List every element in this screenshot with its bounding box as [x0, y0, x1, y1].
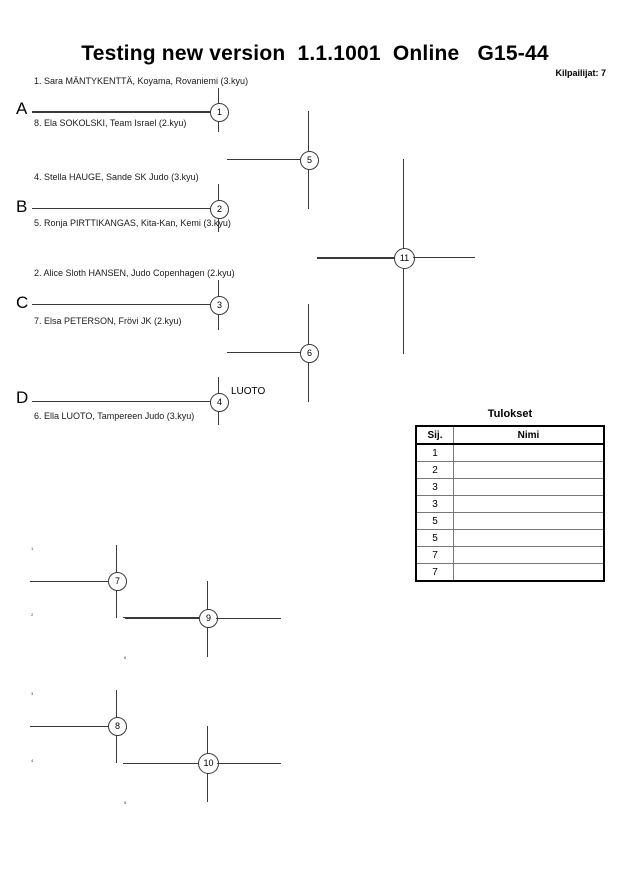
table-row: 2 [415, 461, 605, 479]
result-name[interactable] [453, 443, 605, 462]
table-row: 7 [415, 546, 605, 564]
bracket-line-b-to-5 [227, 159, 309, 209]
repechage-line-8-to-10 [125, 726, 208, 764]
table-row: 3 [415, 495, 605, 513]
match-node-10[interactable]: 10 [198, 753, 219, 774]
competitor-name: 8. Ela SOKOLSKI, Team Israel (2.kyu) [34, 118, 187, 128]
competitor-name: 2. Alice Sloth HANSEN, Judo Copenhagen (… [34, 268, 235, 278]
table-row: 5 [415, 529, 605, 547]
result-rank: 5 [415, 529, 454, 547]
result-rank: 3 [415, 495, 454, 513]
bracket-line-a-top [32, 88, 219, 113]
result-name[interactable] [453, 563, 605, 582]
competitor-name: 6. Ella LUOTO, Tampereen Judo (3.kyu) [34, 411, 195, 421]
table-row: 3 [415, 478, 605, 496]
repechage-line-7-to-9 [125, 581, 208, 619]
bracket-line-5-to-final [317, 159, 404, 259]
competitor-name: 5. Ronja PIRTTIKANGAS, Kita-Kan, Kemi (3… [34, 218, 231, 228]
results-title: Tulokset [487, 408, 533, 420]
bracket-line-a-bottom [32, 111, 219, 132]
competitor-name: 7. Elsa PETERSON, Frövi JK (2.kyu) [34, 316, 182, 326]
repechage-2-winner-line [217, 763, 281, 764]
match-node-5[interactable]: 5 [300, 151, 319, 170]
results-table: Sij. Nimi 1 2 3 3 [415, 425, 605, 582]
repechage-line-2-bottom [30, 726, 117, 763]
result-rank: 5 [415, 512, 454, 530]
pool-letter-c: C [16, 293, 29, 312]
result-rank: 7 [415, 546, 454, 564]
repechage-line-2-top [30, 690, 117, 727]
result-name[interactable] [453, 512, 605, 530]
competitor-name: 1. Sara MÄNTYKENTTÄ, Koyama, Rovaniemi (… [34, 76, 249, 86]
bracket-line-6-to-final [317, 257, 404, 354]
match-node-11[interactable]: 11 [394, 248, 415, 269]
result-rank: 1 [415, 443, 454, 462]
bracket-line-c-bottom [32, 304, 219, 330]
winner-label-d: LUOTO [231, 386, 266, 397]
result-rank: 3 [415, 478, 454, 496]
bracket-line-b-bottom [32, 208, 219, 232]
result-name[interactable] [453, 495, 605, 513]
repechage-line-10-bottom [123, 763, 208, 802]
bracket-line-d-bottom [32, 401, 219, 425]
match-node-4[interactable]: 4 [210, 393, 229, 412]
match-node-2[interactable]: 2 [210, 200, 229, 219]
repechage-line-9-bottom [123, 617, 208, 657]
repechage-seed-tag: 5 [124, 800, 127, 805]
repechage-seed-tag: 6 [124, 655, 127, 660]
result-name[interactable] [453, 529, 605, 547]
table-row: 7 [415, 563, 605, 582]
repechage-line-1-top [30, 545, 117, 582]
repechage-1-winner-line [216, 618, 281, 619]
final-winner-line [413, 257, 475, 258]
results-panel: Tulokset Sij. Nimi 1 2 3 [415, 408, 605, 582]
bracket-line-a-to-5 [227, 111, 309, 160]
result-rank: 7 [415, 563, 454, 582]
result-name[interactable] [453, 478, 605, 496]
pool-letter-d: D [16, 388, 29, 407]
results-col-rank: Sij. [415, 425, 454, 445]
bracket-line-c-to-6 [227, 304, 309, 353]
result-name[interactable] [453, 546, 605, 564]
result-name[interactable] [453, 461, 605, 479]
bracket-line-d-to-6 [227, 352, 309, 402]
pool-letter-a: A [16, 99, 28, 118]
pool-letter-b: B [16, 197, 28, 216]
competitor-name: 4. Stella HAUGE, Sande SK Judo (3.kyu) [34, 172, 199, 182]
bracket-line-b-top [32, 184, 219, 209]
result-rank: 2 [415, 461, 454, 479]
results-header-row: Sij. Nimi [415, 425, 605, 445]
results-col-name: Nimi [453, 425, 605, 445]
table-row: 5 [415, 512, 605, 530]
table-row: 1 [415, 443, 605, 462]
repechage-line-1-bottom [30, 581, 117, 618]
bracket-line-c-top [32, 280, 219, 305]
competitor-count: Kilpailijat: 7 [555, 68, 606, 78]
bracket-line-d-top [32, 377, 219, 402]
page-title: Testing new version 1.1.1001 Online G15-… [81, 42, 549, 65]
